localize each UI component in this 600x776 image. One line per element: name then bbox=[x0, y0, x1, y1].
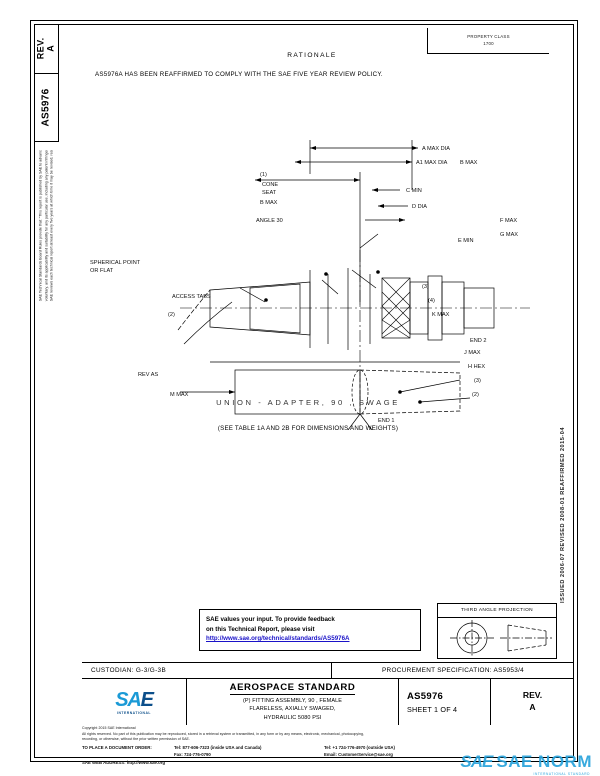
label-tol-2b: (2) bbox=[472, 392, 479, 398]
revision-dates-strip: ISSUED 2006-07 REVISED 2008-01 REAFFIRME… bbox=[552, 380, 574, 650]
label-tol-3: (3) bbox=[422, 284, 429, 290]
property-class-box: PROPERTY CLASS 1700 bbox=[427, 28, 549, 54]
label-tol-1: (1) bbox=[260, 172, 267, 178]
label-end1: END 1 bbox=[378, 418, 394, 424]
label-tol-3b: (3) bbox=[474, 378, 481, 384]
drawing-caption: UNION - ADAPTER, 90 , SWAGE bbox=[216, 398, 400, 407]
notice-line-1: SAE Technical Standards Board Rules prov… bbox=[38, 150, 43, 302]
footer: Copyright 2015 SAE International All rig… bbox=[82, 726, 574, 767]
feedback-box: SAE values your input. To provide feedba… bbox=[199, 609, 421, 651]
web-url[interactable]: http://www.sae.org bbox=[126, 760, 166, 766]
label-a-max: A MAX DIA bbox=[422, 146, 450, 152]
feedback-link[interactable]: http://www.sae.org/technical/standards/A… bbox=[206, 635, 350, 643]
drawing-svg: A MAX DIA A1 MAX DIA (1) B MAX C MIN D D… bbox=[90, 140, 530, 430]
order-row-1: TO PLACE A DOCUMENT ORDER: Tel: 877-606-… bbox=[82, 745, 574, 752]
drawing-table-note: (SEE TABLE 1A AND 2B FOR DIMENSIONS AND … bbox=[217, 425, 399, 432]
standard-type: AEROSPACE STANDARD bbox=[229, 682, 356, 696]
title-block-row-2: SAE INTERNATIONAL AEROSPACE STANDARD (P)… bbox=[82, 679, 574, 725]
third-angle-symbol bbox=[438, 618, 556, 659]
rationale-heading: RATIONALE bbox=[287, 52, 337, 59]
label-g-max: G MAX bbox=[500, 232, 518, 238]
tel-usa: Tel: 877-606-7323 (inside USA and Canada… bbox=[174, 745, 262, 751]
standard-number: AS5976 bbox=[40, 88, 52, 127]
label-e-min: E MIN bbox=[458, 238, 474, 244]
standard-number-box: AS5976 bbox=[34, 74, 59, 142]
description-line-3: HYDRAULIC 5080 PSI bbox=[263, 714, 322, 721]
label-tol-2: (2) bbox=[168, 312, 175, 318]
third-angle-projection-box: THIRD ANGLE PROJECTION bbox=[437, 603, 557, 659]
label-cone-seat-2: SEAT bbox=[262, 190, 277, 196]
order-spacer bbox=[82, 752, 174, 759]
label-a1-max: A1 MAX DIA bbox=[416, 160, 448, 166]
outer-border bbox=[30, 20, 578, 762]
procurement-spec-field: PROCUREMENT SPECIFICATION: AS5953/4 bbox=[381, 667, 524, 674]
fax-number: Fax: 724-776-0790 bbox=[174, 752, 211, 758]
notice-line-2: voluntary, and its applicability and sui… bbox=[43, 150, 48, 302]
copyright-line: Copyright 2015 SAE International bbox=[82, 726, 136, 730]
label-f-max: F MAX bbox=[500, 218, 517, 224]
email-address: Email: CustomerService@sae.org bbox=[324, 752, 393, 758]
label-spherical-2: OR FLAT bbox=[90, 268, 114, 274]
order-row-2: Fax: 724-776-0790 Email: CustomerService… bbox=[82, 752, 574, 759]
notice-line-3: SAE reviews each technical report at lea… bbox=[49, 150, 54, 302]
engineering-drawing: A MAX DIA A1 MAX DIA (1) B MAX C MIN D D… bbox=[60, 130, 560, 450]
label-spherical-1: SPHERICAL POINT bbox=[90, 260, 141, 266]
document-number: AS5976 bbox=[407, 690, 444, 702]
label-d-dia: D DIA bbox=[412, 204, 427, 210]
custodian-field: CUSTODIAN: G-3/G-3B bbox=[82, 663, 332, 678]
revision-cell-label: REV. bbox=[522, 690, 543, 701]
label-k-max: K MAX bbox=[432, 312, 450, 318]
rights-line-1: All rights reserved. No part of this pub… bbox=[82, 731, 365, 736]
title-block: CUSTODIAN: G-3/G-3B PROCUREMENT SPECIFIC… bbox=[82, 662, 574, 725]
web-row: SAE WEB ADDRESS: http://www.sae.org bbox=[82, 760, 574, 767]
label-j-max: J MAX bbox=[464, 350, 481, 356]
label-cone-seat-1: CONE bbox=[262, 182, 278, 188]
revision-cell: REV. A bbox=[491, 679, 574, 725]
label-tol-4: (4) bbox=[428, 298, 435, 304]
sae-logo-subtitle: INTERNATIONAL bbox=[117, 710, 151, 715]
standard-title-cell: AEROSPACE STANDARD (P) FITTING ASSEMBLY,… bbox=[187, 679, 399, 725]
label-access-tabs: ACCESS TABS bbox=[172, 294, 211, 300]
feedback-line-1: SAE values your input. To provide feedba… bbox=[206, 616, 335, 623]
web-label: SAE WEB ADDRESS: bbox=[82, 760, 126, 766]
property-class-line1: PROPERTY CLASS bbox=[467, 33, 510, 39]
rationale-text: AS5976A HAS BEEN REAFFIRMED TO COMPLY WI… bbox=[95, 71, 383, 78]
property-class-line2: 1700 bbox=[483, 40, 494, 46]
description-line-2: FLARELESS, AXIALLY SWAGED, bbox=[249, 706, 336, 713]
label-m-max: M MAX bbox=[170, 392, 189, 398]
label-angle-30: ANGLE 30 bbox=[256, 218, 283, 224]
document-number-cell: AS5976 SHEET 1 OF 4 bbox=[399, 679, 491, 725]
watermark-subtitle: INTERNATIONAL STANDARD bbox=[533, 772, 590, 776]
rights-line-2: recording, or otherwise, without the pri… bbox=[82, 737, 190, 742]
sheet-number: SHEET 1 OF 4 bbox=[407, 704, 458, 714]
label-c-min: C MIN bbox=[406, 188, 422, 194]
description-line-1: (P) FITTING ASSEMBLY, 90 , FEMALE bbox=[242, 698, 343, 705]
feedback-line-2: on this Technical Report, please visit bbox=[206, 625, 315, 633]
label-rev-as: REV AS bbox=[138, 372, 158, 378]
label-h-hex: H HEX bbox=[468, 364, 485, 370]
revision-box: REV. A bbox=[34, 24, 59, 74]
order-label: TO PLACE A DOCUMENT ORDER: bbox=[82, 745, 152, 751]
third-angle-title: THIRD ANGLE PROJECTION bbox=[438, 604, 556, 618]
revision-cell-value: A bbox=[529, 702, 536, 712]
label-b-max-seat: B MAX bbox=[260, 200, 278, 206]
label-end2: END 2 bbox=[470, 338, 486, 344]
sae-logo: SAE bbox=[115, 688, 154, 711]
revision-dates: ISSUED 2006-07 REVISED 2008-01 REAFFIRME… bbox=[560, 427, 567, 603]
title-block-row-1: CUSTODIAN: G-3/G-3B PROCUREMENT SPECIFIC… bbox=[82, 663, 574, 679]
inner-border bbox=[34, 24, 574, 758]
label-b-max: B MAX bbox=[460, 160, 478, 166]
sae-logo-cell: SAE INTERNATIONAL bbox=[82, 679, 187, 725]
tel-outside: Tel: +1 724-776-4970 (outside USA) bbox=[324, 745, 395, 751]
